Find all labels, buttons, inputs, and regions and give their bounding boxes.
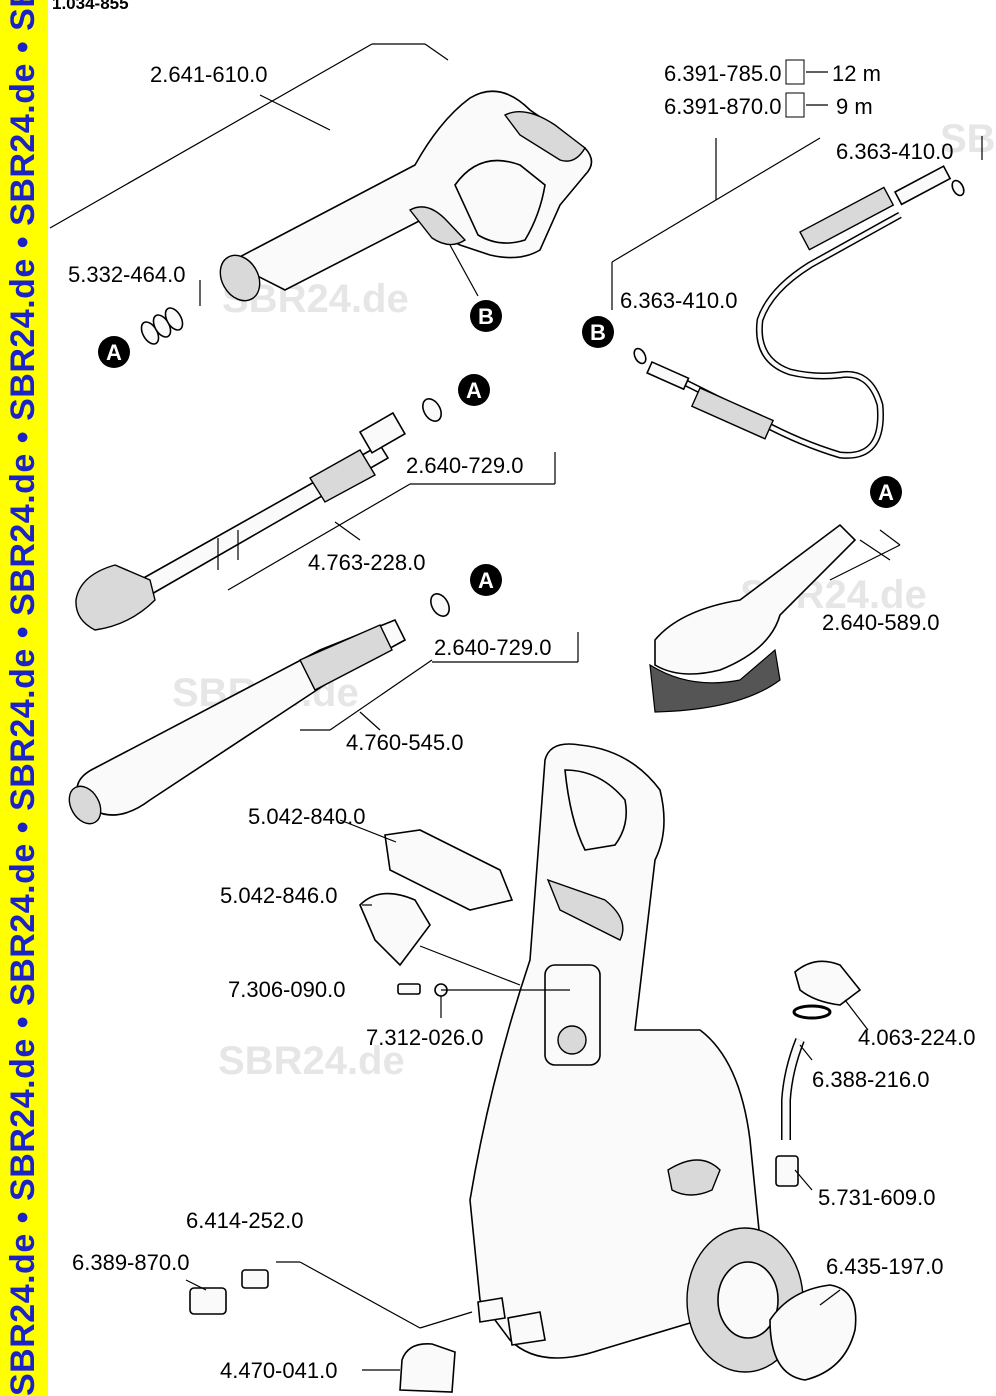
side-watermark-band: SBR24.de • SBR24.de • SBR24.de • SBR24.d… <box>0 0 48 1396</box>
label-suction-hose: 6.388-216.0 <box>812 1067 929 1092</box>
callout-a-1: A <box>98 336 130 368</box>
callout-b-2: B <box>582 316 614 348</box>
label-filter: 5.731-609.0 <box>818 1185 935 1210</box>
svg-text:B: B <box>478 304 494 329</box>
label-wash-brush: 2.640-589.0 <box>822 610 939 635</box>
main-unit-drawing <box>469 743 857 1381</box>
callout-a-4: A <box>870 476 902 508</box>
label-hose-9m: 6.391-870.0 <box>664 94 781 119</box>
svg-text:A: A <box>466 378 482 403</box>
label-hose-oring-bottom: 6.363-410.0 <box>620 288 737 313</box>
dirt-blaster-lance-drawing <box>75 398 556 631</box>
document-id: 1.034-855 <box>52 0 129 13</box>
label-gun: 2.641-610.0 <box>150 62 267 87</box>
label-cap: 4.470-041.0 <box>220 1358 337 1383</box>
screw-washer-drawing <box>397 983 570 1018</box>
label-water-inlet: 6.414-252.0 <box>186 1208 303 1233</box>
water-inlet-drawing <box>185 1261 546 1393</box>
label-coupling: 6.389-870.0 <box>72 1250 189 1275</box>
label-hose-12m: 6.391-785.0 <box>664 61 781 86</box>
callout-a-3: A <box>470 564 502 596</box>
label-screw: 7.306-090.0 <box>228 977 345 1002</box>
label-nozzle-fitting-2: 2.640-729.0 <box>434 635 551 660</box>
vario-lance-drawing <box>68 593 579 825</box>
handle-insert-drawing <box>339 819 521 986</box>
label-nozzle-fitting-1: 2.640-729.0 <box>406 453 523 478</box>
callout-a-2: A <box>458 374 490 406</box>
o-rings-drawing <box>140 280 201 345</box>
label-washer: 7.312-026.0 <box>366 1025 483 1050</box>
svg-text:B: B <box>590 320 606 345</box>
svg-text:A: A <box>478 568 494 593</box>
label-o-rings: 5.332-464.0 <box>68 262 185 287</box>
hose-drawing <box>611 71 983 459</box>
label-hose-9m-length: 9 m <box>836 94 873 119</box>
label-hose-12m-length: 12 m <box>832 61 881 86</box>
label-holder: 5.042-846.0 <box>220 883 337 908</box>
svg-text:A: A <box>106 340 122 365</box>
wash-brush-drawing <box>649 523 901 713</box>
label-vario-lance: 4.760-545.0 <box>346 730 463 755</box>
label-detergent-cap: 4.063-224.0 <box>858 1025 975 1050</box>
watermark-5: SBR24.de <box>940 117 996 161</box>
label-dirt-blaster-lance: 4.763-228.0 <box>308 550 425 575</box>
label-hose-oring-top: 6.363-410.0 <box>836 139 953 164</box>
watermark-4: SBR24.de <box>218 1039 405 1083</box>
label-wheel: 6.435-197.0 <box>826 1254 943 1279</box>
spray-gun-drawing <box>49 43 593 302</box>
detergent-system-drawing <box>775 960 869 1191</box>
svg-text:A: A <box>878 480 894 505</box>
callout-b-1: B <box>470 300 502 332</box>
label-handle-insert: 5.042-840.0 <box>248 804 365 829</box>
